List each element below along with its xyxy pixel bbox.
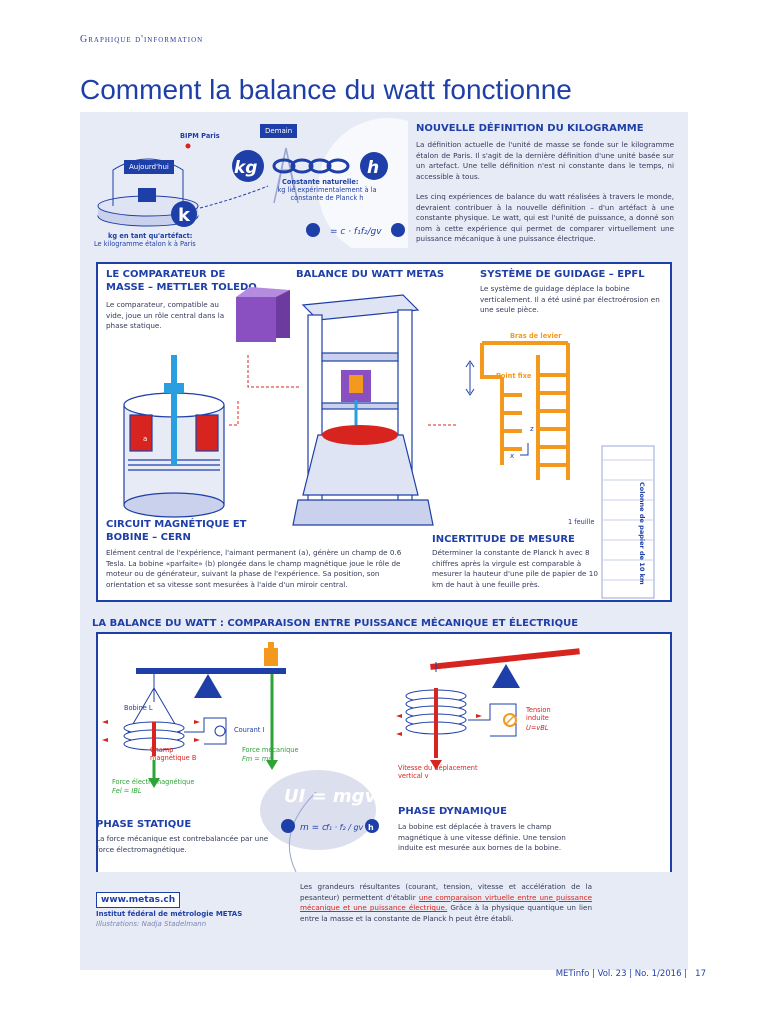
watt-balance-frame (96, 262, 672, 602)
metas-url-link[interactable]: www.metas.ch (96, 892, 181, 908)
statique-text: La force mécanique est contrebalancée pa… (96, 834, 269, 854)
guidage-heading: SYSTÈME DE GUIDAGE – EPFL (480, 269, 645, 280)
vitesse-label: Vitesse du déplacement vertical v (398, 764, 478, 780)
force-el-label: Force électromagnétique (112, 778, 195, 786)
one-sheet-label: 1 feuille (568, 518, 595, 526)
formula-fraction: f₁ · f₂ / gv (326, 823, 364, 832)
fel-label: Fel = IBL (112, 787, 142, 795)
svg-text:= c · f₁f₂/gv: = c · f₁f₂/gv (330, 227, 382, 237)
paper-stack: Colonne de papier de 10 km (601, 445, 655, 599)
section-kicker: Graphique d'information (80, 34, 204, 45)
comparateur-text: Le comparateur, compatible au vide, joue… (106, 300, 225, 330)
magnet-a-label: a (143, 435, 147, 443)
aujourdhui-label: Aujourd'hui (124, 160, 174, 174)
watt-balance-illustration: a z x (123, 287, 570, 526)
demain-label: Demain (260, 124, 298, 138)
h-symbol: h (367, 158, 379, 178)
definition-paragraph-2: Les cinq expériences de balance du watt … (416, 192, 674, 243)
balance-metas-heading: BALANCE DU WATT METAS (296, 269, 445, 280)
incertitude-heading: INCERTITUDE DE MESURE (432, 534, 575, 545)
definition-heading: NOUVELLE DÉFINITION DU KILOGRAMME (416, 123, 644, 134)
circuit-text: Elément central de l'expérience, l'aiman… (106, 548, 402, 589)
bobine-label: Bobine L (124, 704, 153, 712)
incertitude-text: Déterminer la constante de Planck h avec… (432, 548, 598, 589)
constante-title: Constante naturelle: (282, 178, 359, 186)
circuit-heading: CIRCUIT MAGNÉTIQUE ET BOBINE – CERN (106, 519, 247, 543)
definition-paragraph-1: La définition actuelle de l'unité de mas… (416, 140, 674, 181)
axis-z-label: z (530, 425, 534, 433)
statique-heading: PHASE STATIQUE (96, 819, 192, 830)
dynamique-heading: PHASE DYNAMIQUE (398, 806, 507, 817)
illustrations-credit: Illustrations: Nadja Stadelmann (96, 920, 207, 928)
artefact-text: Le kilogramme étalon k à Paris (94, 240, 196, 248)
dynamique-text: La bobine est déplacée à travers le cham… (398, 822, 566, 852)
u-label: U=vBL (526, 724, 549, 732)
comparateur-heading: LE COMPARATEUR DE MASSE – METTLER TOLEDO (106, 269, 257, 293)
kilogram-definition-illustration: k kg h = c · f₁f₂/gv (97, 118, 408, 248)
institut-label: Institut fédéral de métrologie METAS (96, 910, 243, 918)
paper-column-label: Colonne de papier de 10 km (638, 482, 646, 585)
resultat-b: une comparaison virtuelle entre une puis… (300, 892, 592, 913)
bras-label: Bras de levier (510, 332, 562, 340)
footer-publication: METinfo | Vol. 23 | No. 1/2016 | (555, 969, 688, 979)
resultat-c: Grâce à la physique quantique un lien en… (300, 903, 592, 923)
artefact-title: kg en tant qu'artéfact: (108, 232, 193, 240)
comparison-frame (96, 632, 672, 872)
point-fixe-label: Point fixe (496, 372, 532, 380)
kg-symbol: kg (234, 158, 257, 178)
tension-label: Tension induite (526, 706, 551, 722)
guidage-text: Le système de guidage déplace la bobine … (480, 284, 660, 314)
page-title: Comment la balance du watt fonctionne (80, 74, 572, 105)
resultat-text: Les grandeurs résultantes (courant, tens… (300, 882, 592, 924)
champ-label: Champ magnétique B (150, 746, 197, 762)
formula-m-eq: m = c (300, 823, 327, 833)
bipm-label: BIPM Paris (180, 132, 220, 140)
formula-uimgv: UI = mgv (284, 786, 378, 807)
comparaison-heading: LA BALANCE DU WATT : COMPARAISON ENTRE P… (92, 618, 579, 629)
fm-label: Fm = mg (242, 755, 273, 763)
page-footer: METinfo | Vol. 23 | No. 1/2016 | 17 (556, 969, 706, 979)
comparison-illustration: UI = mgv m = c f₁ · f₂ / gv h (102, 642, 580, 872)
force-meca-label: Force mécanique (242, 746, 299, 754)
constante-text: kg lié expérimentalement à la constante … (277, 186, 377, 202)
formula-h: h (368, 823, 374, 832)
resultat-a: Les grandeurs résultantes (courant, tens… (300, 882, 592, 902)
axis-x-label: x (510, 452, 514, 460)
k-symbol: k (178, 205, 191, 226)
courant-label: Courant I (234, 726, 265, 734)
page-number: 17 (695, 969, 706, 979)
